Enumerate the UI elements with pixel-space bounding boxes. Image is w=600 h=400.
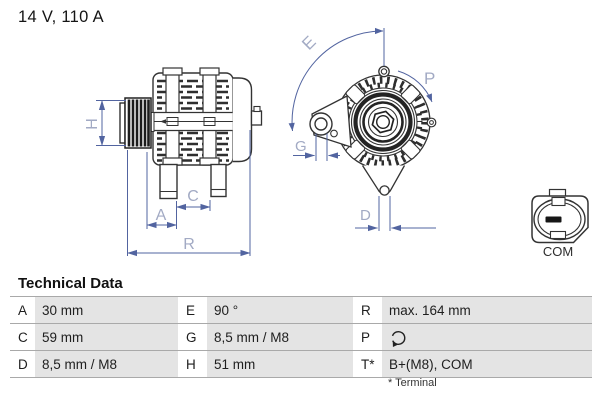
rotation-direction-icon: [391, 330, 406, 347]
connector-label: COM: [543, 244, 573, 259]
dim-value-t: B+(M8), COM: [382, 351, 592, 377]
dim-label-c: C: [187, 188, 199, 205]
bottom-mounting-lug: [361, 165, 406, 196]
side-view: [119, 67, 263, 200]
dim-value-g: 8,5 mm / M8: [207, 324, 353, 350]
dim-label-e: E: [298, 32, 319, 53]
table-row: D 8,5 mm / M8 H 51 mm T* B+(M8), COM: [10, 350, 592, 378]
left-mounting-lug: [309, 94, 352, 148]
side-view-dimensions: H A C R: [84, 100, 251, 257]
right-ear: [426, 117, 437, 128]
dim-label-g: G: [295, 138, 307, 155]
top-ear: [378, 65, 390, 78]
dim-value-p: [382, 324, 592, 350]
dim-key-c: C: [10, 324, 35, 350]
technical-data-heading: Technical Data: [18, 275, 123, 292]
dim-key-r: R: [353, 297, 382, 323]
alternator-technical-drawing: H A C R: [84, 27, 589, 259]
connector-pin: [545, 216, 562, 223]
table-row: C 59 mm G 8,5 mm / M8 P: [10, 323, 592, 350]
dim-label-a: A: [156, 207, 167, 224]
technical-data-table: A 30 mm E 90 ° R max. 164 mm C 59 mm G 8…: [10, 296, 592, 378]
dim-key-h: H: [178, 351, 207, 377]
dim-label-p: P: [424, 69, 435, 88]
rear-cover: [232, 77, 253, 163]
pulley: [119, 97, 155, 149]
table-row: A 30 mm E 90 ° R max. 164 mm: [10, 296, 592, 323]
dim-value-a: 30 mm: [35, 297, 178, 323]
page-title: 14 V, 110 A: [18, 8, 104, 26]
dim-label-d: D: [360, 207, 371, 224]
connector-drawing: COM: [531, 188, 589, 259]
dim-label-h: H: [84, 118, 101, 130]
mounting-feet: [159, 163, 227, 200]
dim-value-e: 90 °: [207, 297, 353, 323]
front-view: [309, 65, 437, 196]
b-plus-terminal: [250, 105, 263, 126]
dim-value-c: 59 mm: [35, 324, 178, 350]
dim-key-t: T*: [353, 351, 382, 377]
dim-key-d: D: [10, 351, 35, 377]
dim-key-g: G: [178, 324, 207, 350]
middle-band: [150, 111, 247, 132]
dim-value-h: 51 mm: [207, 351, 353, 377]
dim-key-p: P: [353, 324, 382, 350]
terminal-footnote: * Terminal: [388, 377, 437, 389]
dim-key-a: A: [10, 297, 35, 323]
dim-key-e: E: [178, 297, 207, 323]
dim-value-r: max. 164 mm: [382, 297, 592, 323]
dim-label-r: R: [183, 236, 195, 253]
dim-value-d: 8,5 mm / M8: [35, 351, 178, 377]
